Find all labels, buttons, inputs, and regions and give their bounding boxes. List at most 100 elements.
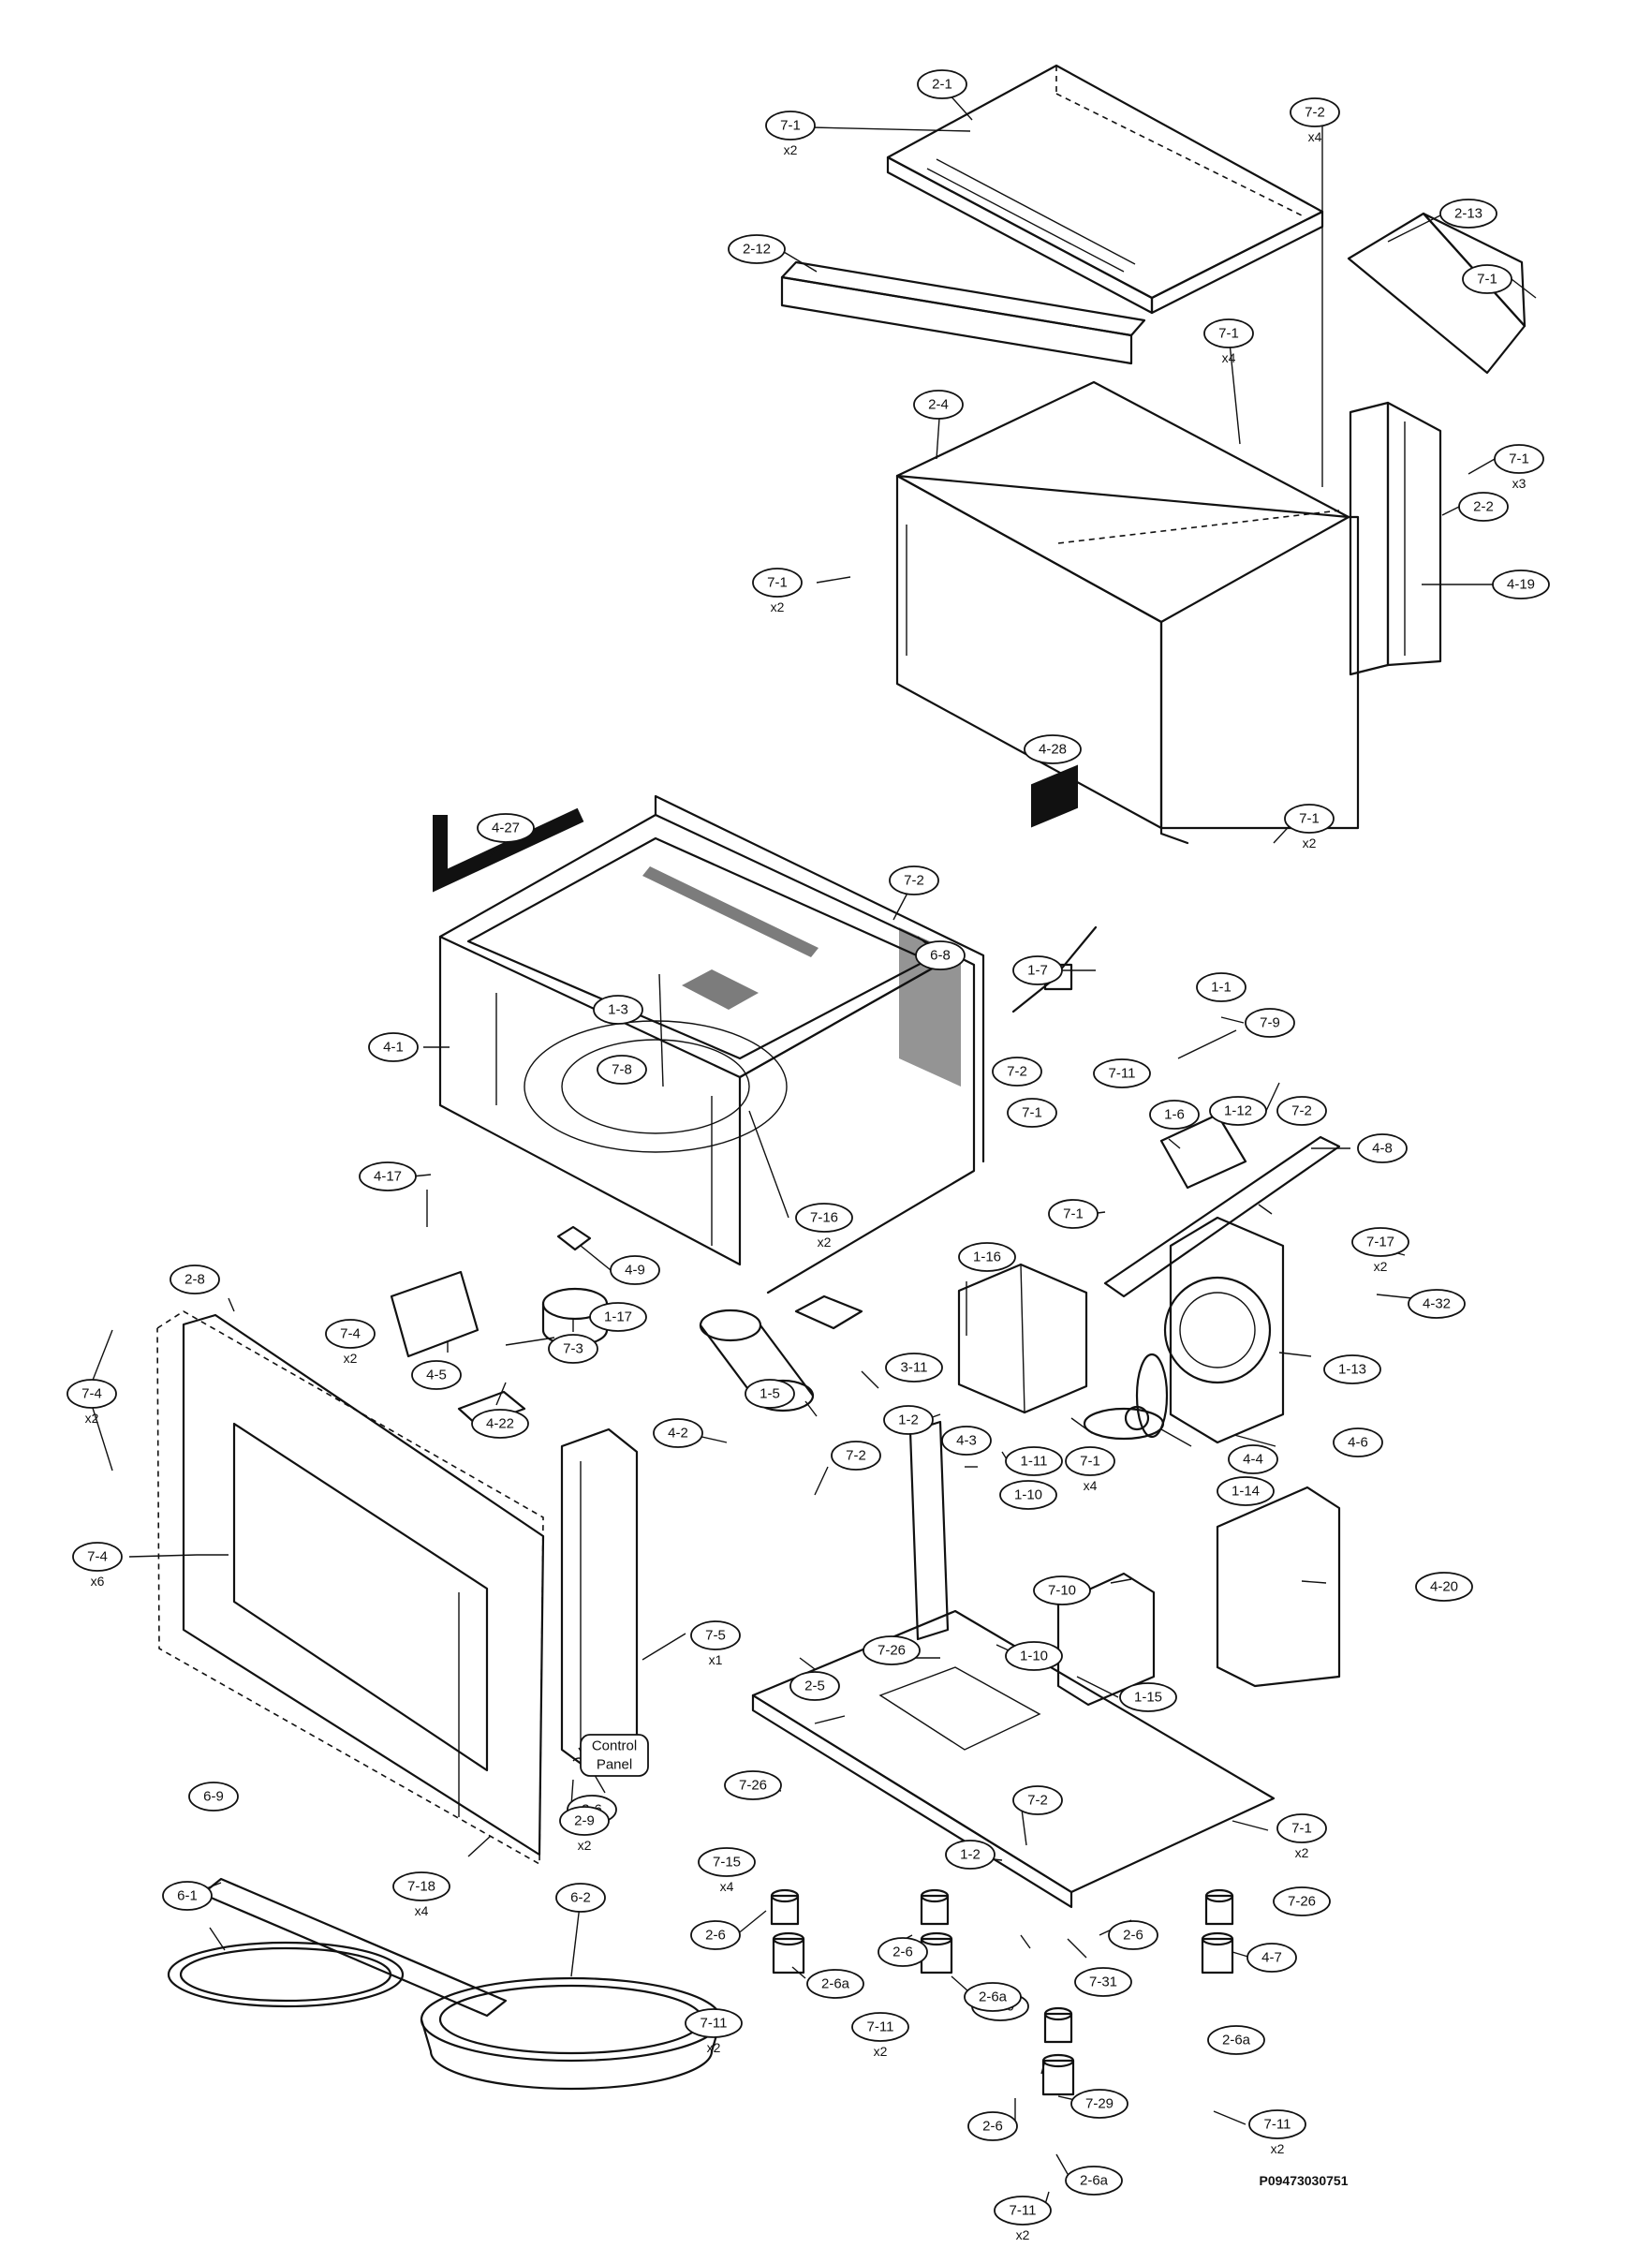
- callout-bubble: [1074, 1967, 1132, 1997]
- callout-bubble: [795, 1203, 853, 1233]
- callout-bubble: [698, 1847, 756, 1877]
- callout-bubble: [1494, 444, 1544, 474]
- door-seal-6-9: [200, 1877, 508, 2018]
- callout-bubble: [1248, 2109, 1306, 2139]
- callout-bubble: [1415, 1572, 1473, 1602]
- callout-7-26: 7-26: [863, 1635, 921, 1665]
- callout-bubble: [1196, 972, 1246, 1002]
- callout-label: 7-5: [705, 1628, 726, 1644]
- callout-bubble: [851, 2012, 909, 2042]
- callout-quantity: x2: [1374, 1259, 1388, 1274]
- callout-label: 7-31: [1089, 1974, 1117, 1990]
- callout-label: 7-1: [1063, 1206, 1084, 1222]
- callout-label: 4-19: [1507, 577, 1535, 593]
- callout-label: 7-15: [713, 1855, 741, 1871]
- callout-2-8: 2-8: [170, 1264, 220, 1294]
- callout-label: 4-1: [383, 1040, 404, 1056]
- callout-label: 7-4: [340, 1326, 361, 1342]
- callout-bubble: [555, 1883, 606, 1913]
- callout-bubble: [1024, 734, 1082, 764]
- callout-bubble: [1217, 1476, 1275, 1506]
- callout-bubble: [1005, 1641, 1063, 1671]
- callout-7-1: 7-1x4: [1065, 1446, 1115, 1493]
- callout-1-10: 1-10: [999, 1480, 1057, 1510]
- callout-1-17: 1-17: [589, 1302, 647, 1332]
- callout-label: 2-1: [932, 77, 952, 93]
- callout-bubble: [1203, 318, 1254, 348]
- callout-7-8: 7-8: [597, 1055, 647, 1085]
- pcb-1-12: [1159, 1029, 1247, 1190]
- callout-4-27: 4-27: [477, 813, 535, 843]
- callout-4-17: 4-17: [359, 1161, 417, 1191]
- callout-bubble: [685, 2008, 743, 2038]
- callout-label: 7-1: [1291, 1821, 1312, 1837]
- callout-bubble: [559, 1806, 610, 1836]
- callout-label: 7-1: [1509, 451, 1529, 467]
- turntable-tray-6-2: [420, 1976, 723, 2091]
- callout-bubble: [1408, 1289, 1466, 1319]
- callout-label: 1-3: [608, 1002, 628, 1018]
- callout-bubble: [1333, 1427, 1383, 1457]
- callout-label: 7-18: [407, 1879, 435, 1895]
- callout-label: 1-2: [898, 1412, 919, 1428]
- callout-bubble: [915, 940, 966, 970]
- callout-label: 7-1: [1218, 326, 1239, 342]
- callout-bubble: [1462, 264, 1512, 294]
- callout-bubble: [1012, 1785, 1063, 1815]
- callout-1-2: 1-2: [883, 1405, 934, 1435]
- callout-7-26: 7-26: [1273, 1886, 1331, 1916]
- callout-bubble: [690, 1920, 741, 1950]
- callout-bubble: [1284, 804, 1335, 834]
- control-panel-label-line1: Control: [592, 1738, 637, 1754]
- waveguide-cover-4-28: [1031, 764, 1078, 828]
- callout-label: 7-2: [1305, 105, 1325, 121]
- callout-2-6a: 2-6a: [806, 1969, 864, 1999]
- latch-hook-4-3: [908, 1413, 950, 1641]
- callout-label: 1-10: [1020, 1649, 1048, 1664]
- callout-bubble: [728, 234, 786, 264]
- callout-label: 7-29: [1085, 2096, 1114, 2112]
- callout-7-1: 7-1: [1048, 1199, 1099, 1229]
- callout-bubble: [999, 1480, 1057, 1510]
- fan-duct-1-13: [1163, 1216, 1285, 1444]
- bracket-2-13: [1347, 212, 1527, 375]
- callout-bubble: [863, 1635, 921, 1665]
- control-panel-label: Control Panel: [580, 1734, 649, 1777]
- callout-bubble: [1323, 1354, 1381, 1384]
- callout-1-14: 1-14: [1217, 1476, 1275, 1506]
- callout-bubble: [1492, 569, 1550, 599]
- callout-quantity: x2: [1295, 1845, 1309, 1860]
- callout-4-1: 4-1: [368, 1032, 419, 1062]
- callout-label: 1-10: [1014, 1487, 1042, 1503]
- callout-2-1: 2-1: [917, 69, 967, 99]
- foot-set-4: [1041, 2006, 1075, 2096]
- callout-quantity: x2: [344, 1351, 358, 1366]
- callout-bubble: [72, 1542, 123, 1572]
- callout-bubble: [1065, 1446, 1115, 1476]
- callout-bubble: [1228, 1444, 1278, 1474]
- callout-4-8: 4-8: [1357, 1133, 1408, 1163]
- callout-bubble: [368, 1032, 419, 1062]
- callout-7-2: 7-2: [992, 1057, 1042, 1087]
- callout-7-4: 7-4 x2: [325, 1319, 376, 1366]
- callout-bubble: [66, 1379, 117, 1409]
- callout-4-28: 4-28: [1024, 734, 1082, 764]
- callout-4-7: 4-7: [1246, 1943, 1297, 1973]
- callout-label: 7-1: [1299, 811, 1320, 827]
- callout-quantity: x2: [784, 142, 798, 157]
- callout-7-4: 7-4x2: [66, 1379, 117, 1426]
- oven-cavity-4-1: [438, 794, 985, 1294]
- callout-label: 6-2: [570, 1890, 591, 1906]
- callout-7-1: 7-1x2: [1284, 804, 1335, 850]
- callout-bubble: [1119, 1682, 1177, 1712]
- callout-bubble: [994, 2196, 1052, 2226]
- callout-label: 7-2: [846, 1448, 866, 1464]
- callout-label: 7-26: [739, 1778, 767, 1794]
- callout-label: 2-13: [1454, 206, 1482, 222]
- callout-3-11: 3-11: [885, 1353, 943, 1383]
- callout-label: 7-26: [1288, 1894, 1316, 1910]
